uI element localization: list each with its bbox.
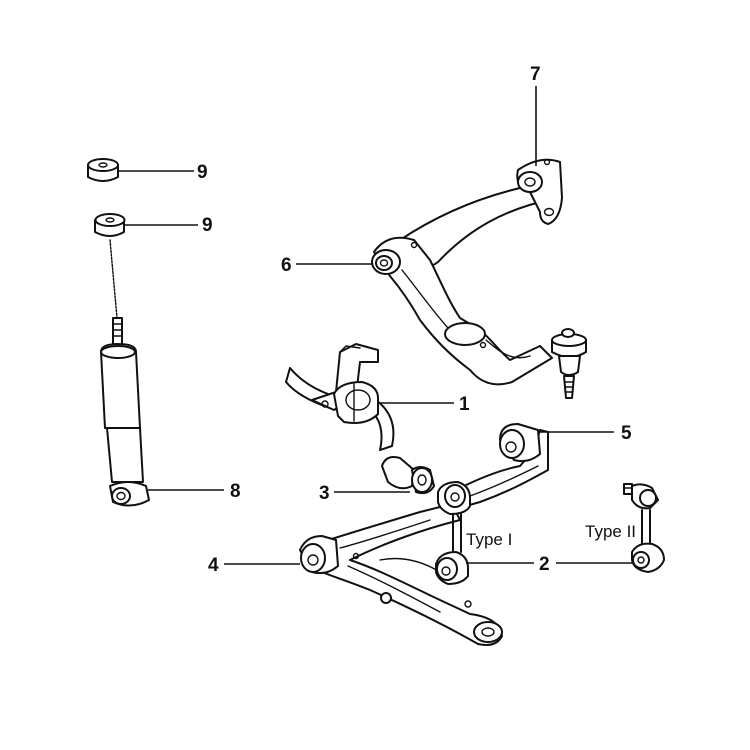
label-type-2: Type II [585, 522, 636, 541]
part-1-stabilizer-bushing [285, 343, 395, 451]
part-9-upper-cushion [87, 158, 119, 182]
part-2-stabilizer-link-type-1 [435, 481, 471, 585]
callout-9-upper: 9 [197, 162, 208, 183]
callout-4: 4 [208, 555, 219, 576]
callout-8: 8 [230, 481, 241, 502]
part-5-strut-rod [459, 423, 549, 507]
part-8-shock-absorber [100, 239, 150, 507]
callout-9-lower: 9 [202, 215, 213, 236]
part-2-stabilizer-link-type-2 [623, 483, 665, 573]
part-4-lower-control-arm [299, 503, 503, 646]
upper-ball-joint [551, 328, 587, 399]
part-9-lower-cushion [94, 213, 126, 237]
part-3-link-bushing [381, 456, 435, 495]
callout-2: 2 [539, 554, 550, 575]
part-6-upper-control-arm [371, 181, 553, 386]
callout-1: 1 [459, 394, 470, 415]
label-type-1: Type I [466, 530, 512, 549]
callout-6: 6 [281, 255, 292, 276]
part-7-rear-mount-bushing [516, 158, 563, 225]
callout-5: 5 [621, 423, 632, 444]
callout-7: 7 [530, 64, 541, 85]
callout-3: 3 [319, 483, 330, 504]
